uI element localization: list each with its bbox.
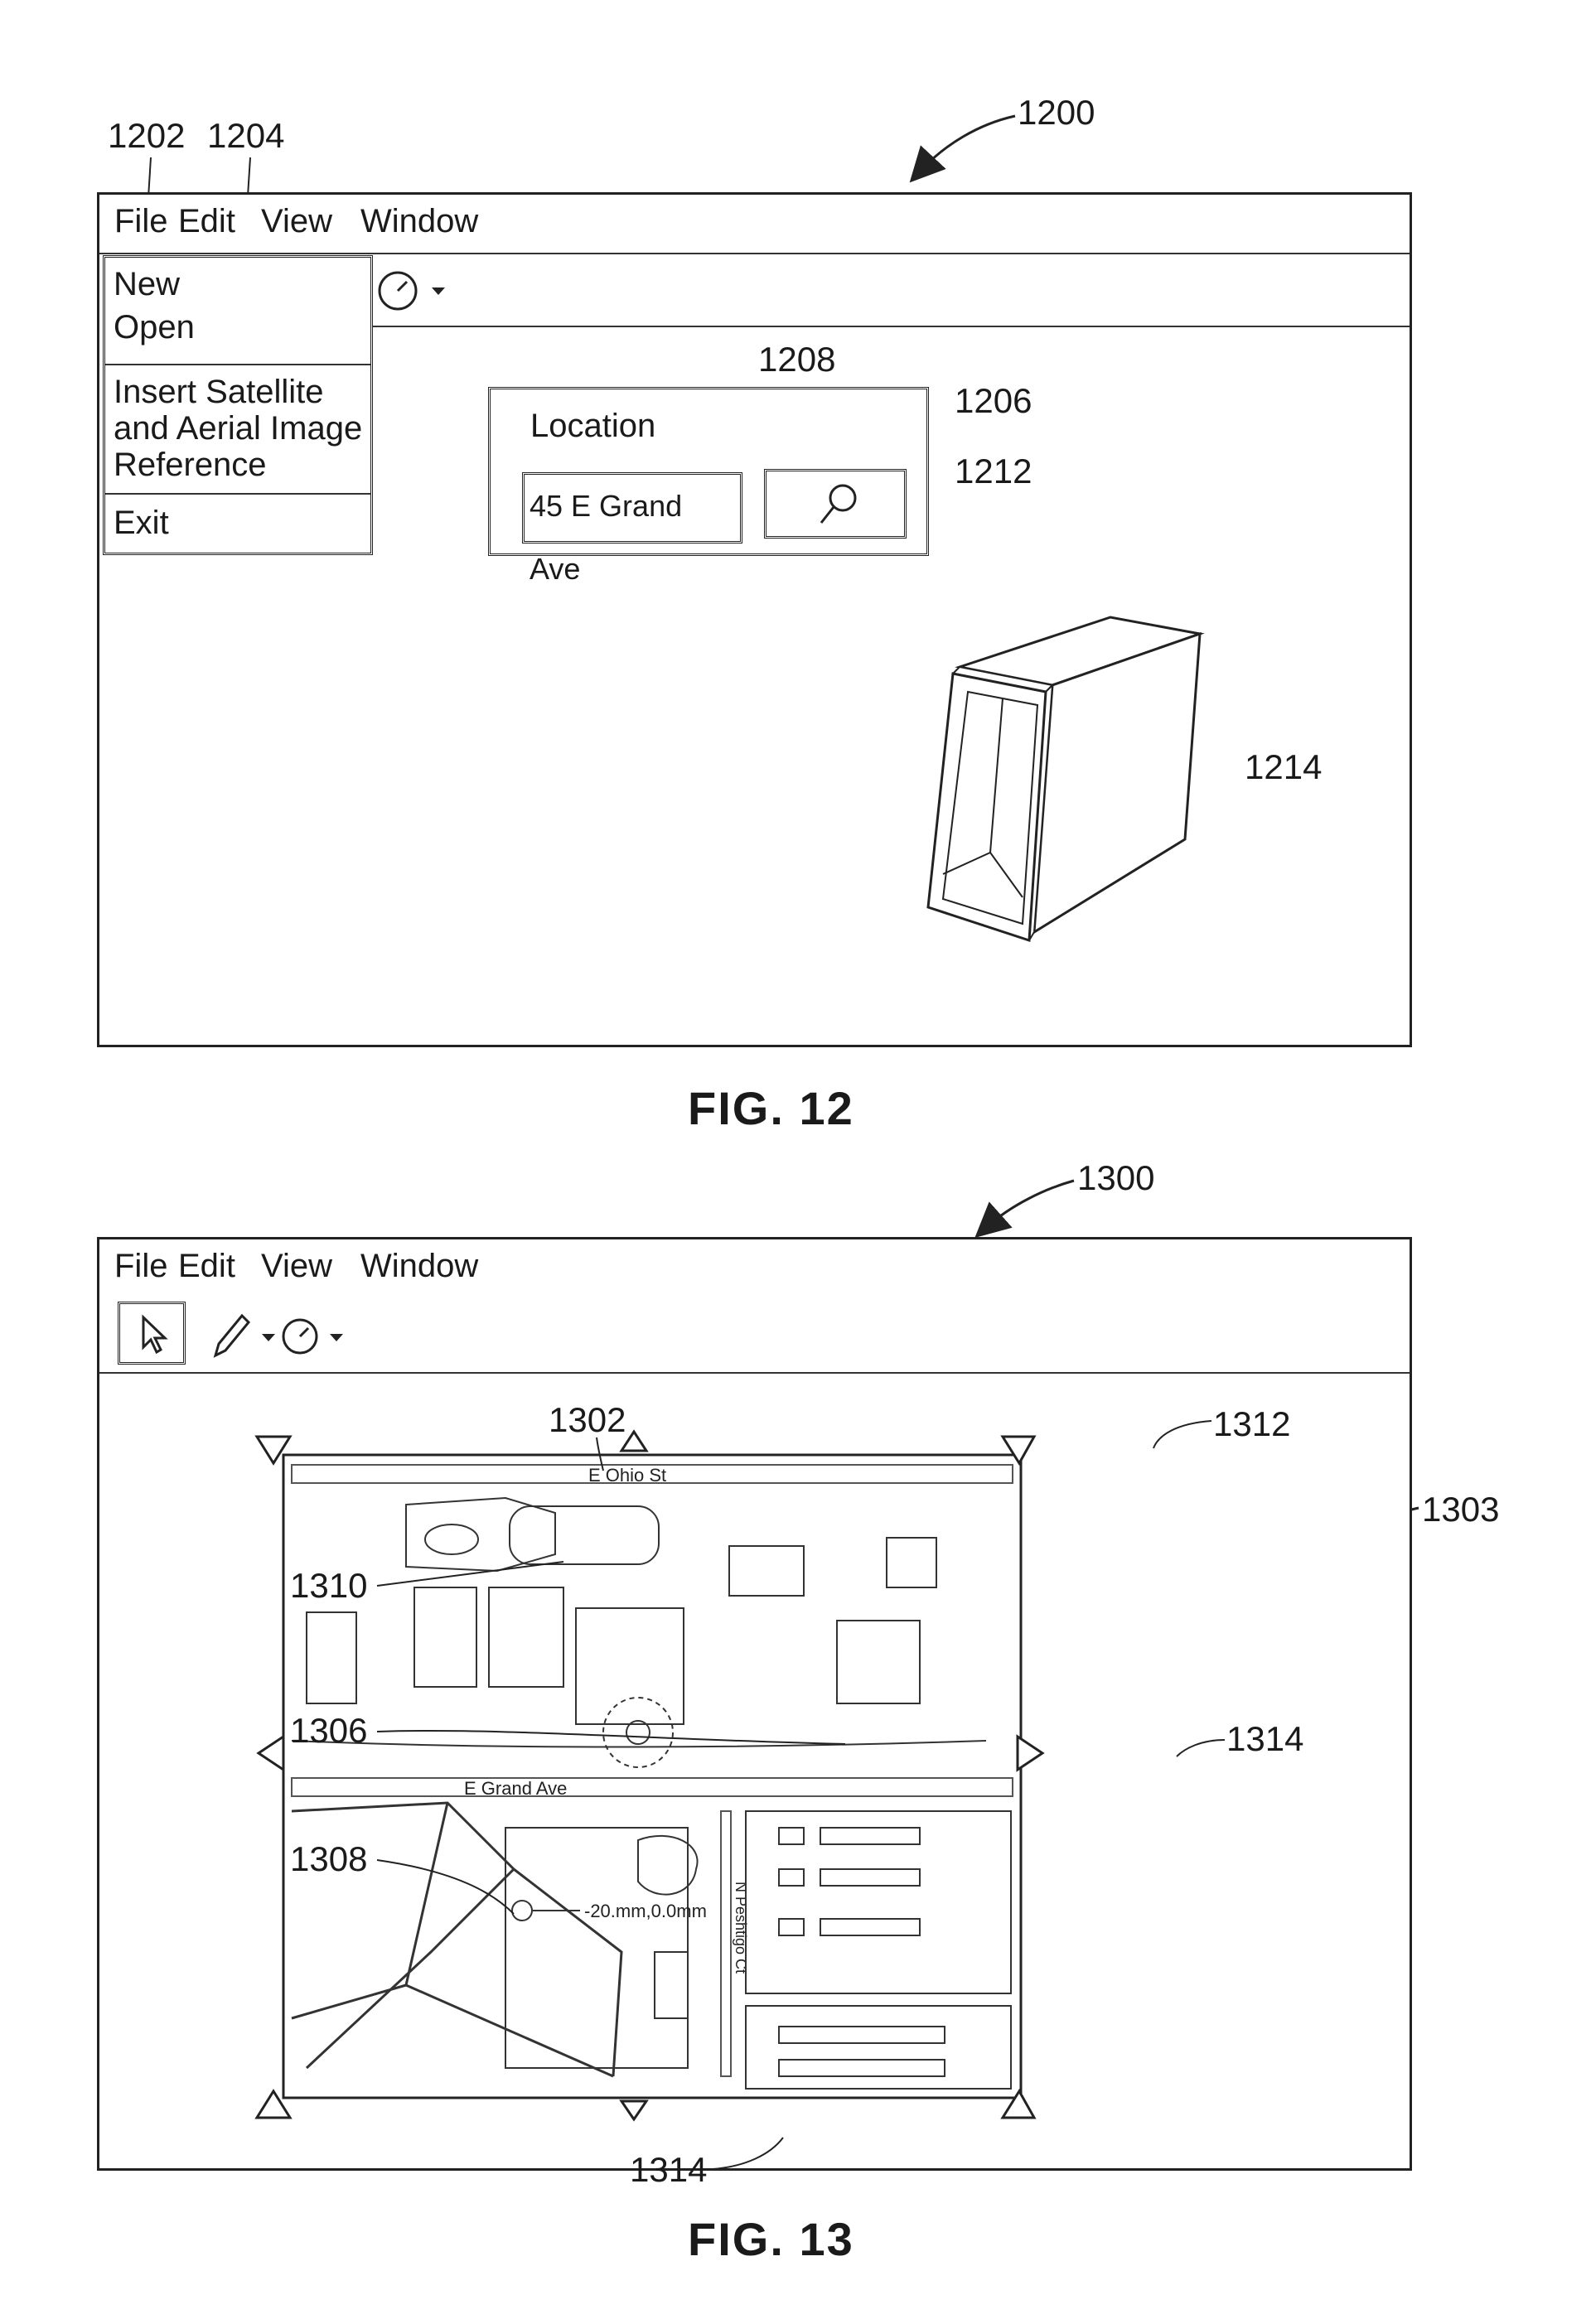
menu-view[interactable]: View: [261, 1248, 332, 1284]
fig13-ref-leaders: [376, 1420, 1226, 2170]
ref-label-1308: 1308: [290, 1839, 368, 1878]
menu-item-exit[interactable]: Exit: [114, 505, 169, 541]
menu-window[interactable]: Window: [360, 1248, 479, 1284]
search-icon: [820, 484, 857, 524]
app-window-fig13: File Edit View Window E Ohio St: [97, 1237, 1412, 2171]
ref-label-1200: 1200: [1018, 93, 1095, 132]
arrow-icon: [909, 114, 1016, 183]
menu-window[interactable]: Window: [360, 203, 479, 239]
dropdown-arrow-icon: [262, 1334, 275, 1341]
app-window-fig12: File Edit View Window New Open Insert Sa…: [97, 192, 1412, 1047]
compass-tool[interactable]: [377, 268, 476, 317]
handle-triangle-icon: [254, 1429, 1045, 2122]
file-dropdown-menu: New Open Insert Satellite and Aerial Ima…: [103, 255, 373, 555]
menu-item-insert-satellite-line3[interactable]: Reference: [114, 447, 267, 483]
ref-label-1214: 1214: [1245, 747, 1323, 786]
ref-label-1314-bottom: 1314: [630, 2150, 708, 2189]
menu-file[interactable]: File: [114, 203, 168, 239]
location-panel: Location 45 E Grand Ave: [488, 387, 929, 586]
location-label: Location: [530, 408, 656, 444]
figure-caption-12: FIG. 12: [688, 1082, 854, 1134]
ref-label-1303: 1303: [1422, 1490, 1500, 1529]
menu-bar: File Edit View Window: [99, 1239, 1410, 1296]
compass-icon: [378, 271, 418, 311]
select-tool-button[interactable]: [118, 1302, 186, 1365]
menu-item-open[interactable]: Open: [114, 309, 195, 345]
ref-label-1212: 1212: [955, 452, 1032, 490]
ref-label-1208: 1208: [758, 340, 836, 379]
menu-item-new[interactable]: New: [114, 266, 181, 302]
ref-label-1310: 1310: [290, 1566, 368, 1605]
pencil-icon: [213, 1313, 251, 1358]
dropdown-arrow-icon: [330, 1334, 343, 1341]
menu-bar: File Edit View Window: [99, 195, 1410, 254]
menu-edit[interactable]: Edit: [178, 203, 235, 239]
ref-label-1306: 1306: [290, 1711, 368, 1750]
menu-item-insert-satellite-line1[interactable]: Insert Satellite: [114, 374, 324, 410]
ref-label-1300: 1300: [1077, 1158, 1155, 1197]
toolbar-icons[interactable]: [207, 1307, 406, 1365]
street-label-ohio: E Ohio St: [588, 1465, 666, 1486]
ref-label-1302: 1302: [549, 1400, 626, 1439]
cursor-icon: [142, 1314, 168, 1355]
compass-icon: [282, 1318, 318, 1355]
ref-label-1312: 1312: [1213, 1404, 1291, 1443]
ref-label-1206: 1206: [955, 381, 1032, 420]
arrow-icon: [974, 1179, 1075, 1238]
measure-label: -20.mm,0.0mm: [584, 1901, 707, 1921]
menu-item-insert-satellite-line2[interactable]: and Aerial Image: [114, 410, 363, 447]
search-button[interactable]: [764, 469, 907, 539]
figure-caption-13: FIG. 13: [688, 2213, 854, 2265]
ref-label-1314-side: 1314: [1226, 1719, 1304, 1758]
cube-object[interactable]: [845, 616, 1260, 1015]
menu-edit[interactable]: Edit: [178, 1248, 235, 1284]
ref-label-1202: 1202: [108, 116, 186, 155]
location-input[interactable]: 45 E Grand Ave: [522, 472, 742, 586]
menu-view[interactable]: View: [261, 203, 332, 239]
satellite-map-image[interactable]: E Ohio St E Grand Ave -20.mm,0.0mm N Pes…: [240, 1422, 1152, 2167]
ref-label-1204: 1204: [207, 116, 285, 155]
menu-file[interactable]: File: [114, 1248, 168, 1284]
dropdown-arrow-icon: [432, 287, 445, 295]
street-label-grand: E Grand Ave: [464, 1778, 567, 1799]
